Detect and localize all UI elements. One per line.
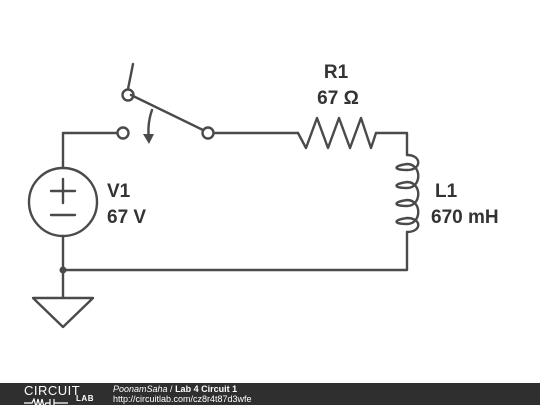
wire-left-top <box>61 131 119 170</box>
v1-name-label: V1 <box>107 181 131 202</box>
wire-bottom <box>61 230 409 272</box>
logo-resistor-icon <box>24 397 68 409</box>
ground-junction-dot <box>59 266 67 274</box>
v1-value-label: 67 V <box>107 207 146 228</box>
switch-lever <box>129 93 205 132</box>
circuit-url[interactable]: http://circuitlab.com/cz8r4t87d3wfe <box>113 394 252 404</box>
l1-value-label: 670 mH <box>431 207 499 228</box>
inductor-l1[interactable] <box>395 153 420 234</box>
logo-wordmark-top: CIRCUIT <box>24 383 81 398</box>
switch[interactable] <box>116 62 215 144</box>
footer-bar: CIRCUIT LAB PoonamSaha / Lab 4 Circuit 1… <box>0 383 540 409</box>
r1-name-label: R1 <box>324 62 349 83</box>
logo-wordmark-lab: LAB <box>76 394 94 403</box>
resistor-r1[interactable] <box>296 116 378 150</box>
switch-terminal-left <box>116 126 130 140</box>
switch-arrowhead <box>143 134 154 144</box>
l1-name-label: L1 <box>435 181 458 202</box>
wire-resistor-to-inductor <box>374 131 409 157</box>
logo-wordmark-bottom: LAB <box>24 394 94 409</box>
circuit-schematic: R1 67 Ω L1 670 mH V1 67 V <box>27 62 499 329</box>
author-link[interactable]: PoonamSaha <box>113 384 168 394</box>
voltage-source-v1[interactable] <box>27 166 99 238</box>
source-body <box>27 166 99 238</box>
footer-credits: PoonamSaha / Lab 4 Circuit 1 http://circ… <box>113 384 252 404</box>
circuit-title[interactable]: Lab 4 Circuit 1 <box>175 384 238 394</box>
r1-value-label: 67 Ω <box>317 88 359 109</box>
circuitlab-logo[interactable]: CIRCUIT LAB <box>24 383 94 409</box>
credit-line: PoonamSaha / Lab 4 Circuit 1 <box>113 384 252 394</box>
switch-post <box>126 62 135 91</box>
credit-separator: / <box>167 384 176 394</box>
switch-terminal-right <box>201 126 215 140</box>
ground-symbol <box>31 296 95 329</box>
